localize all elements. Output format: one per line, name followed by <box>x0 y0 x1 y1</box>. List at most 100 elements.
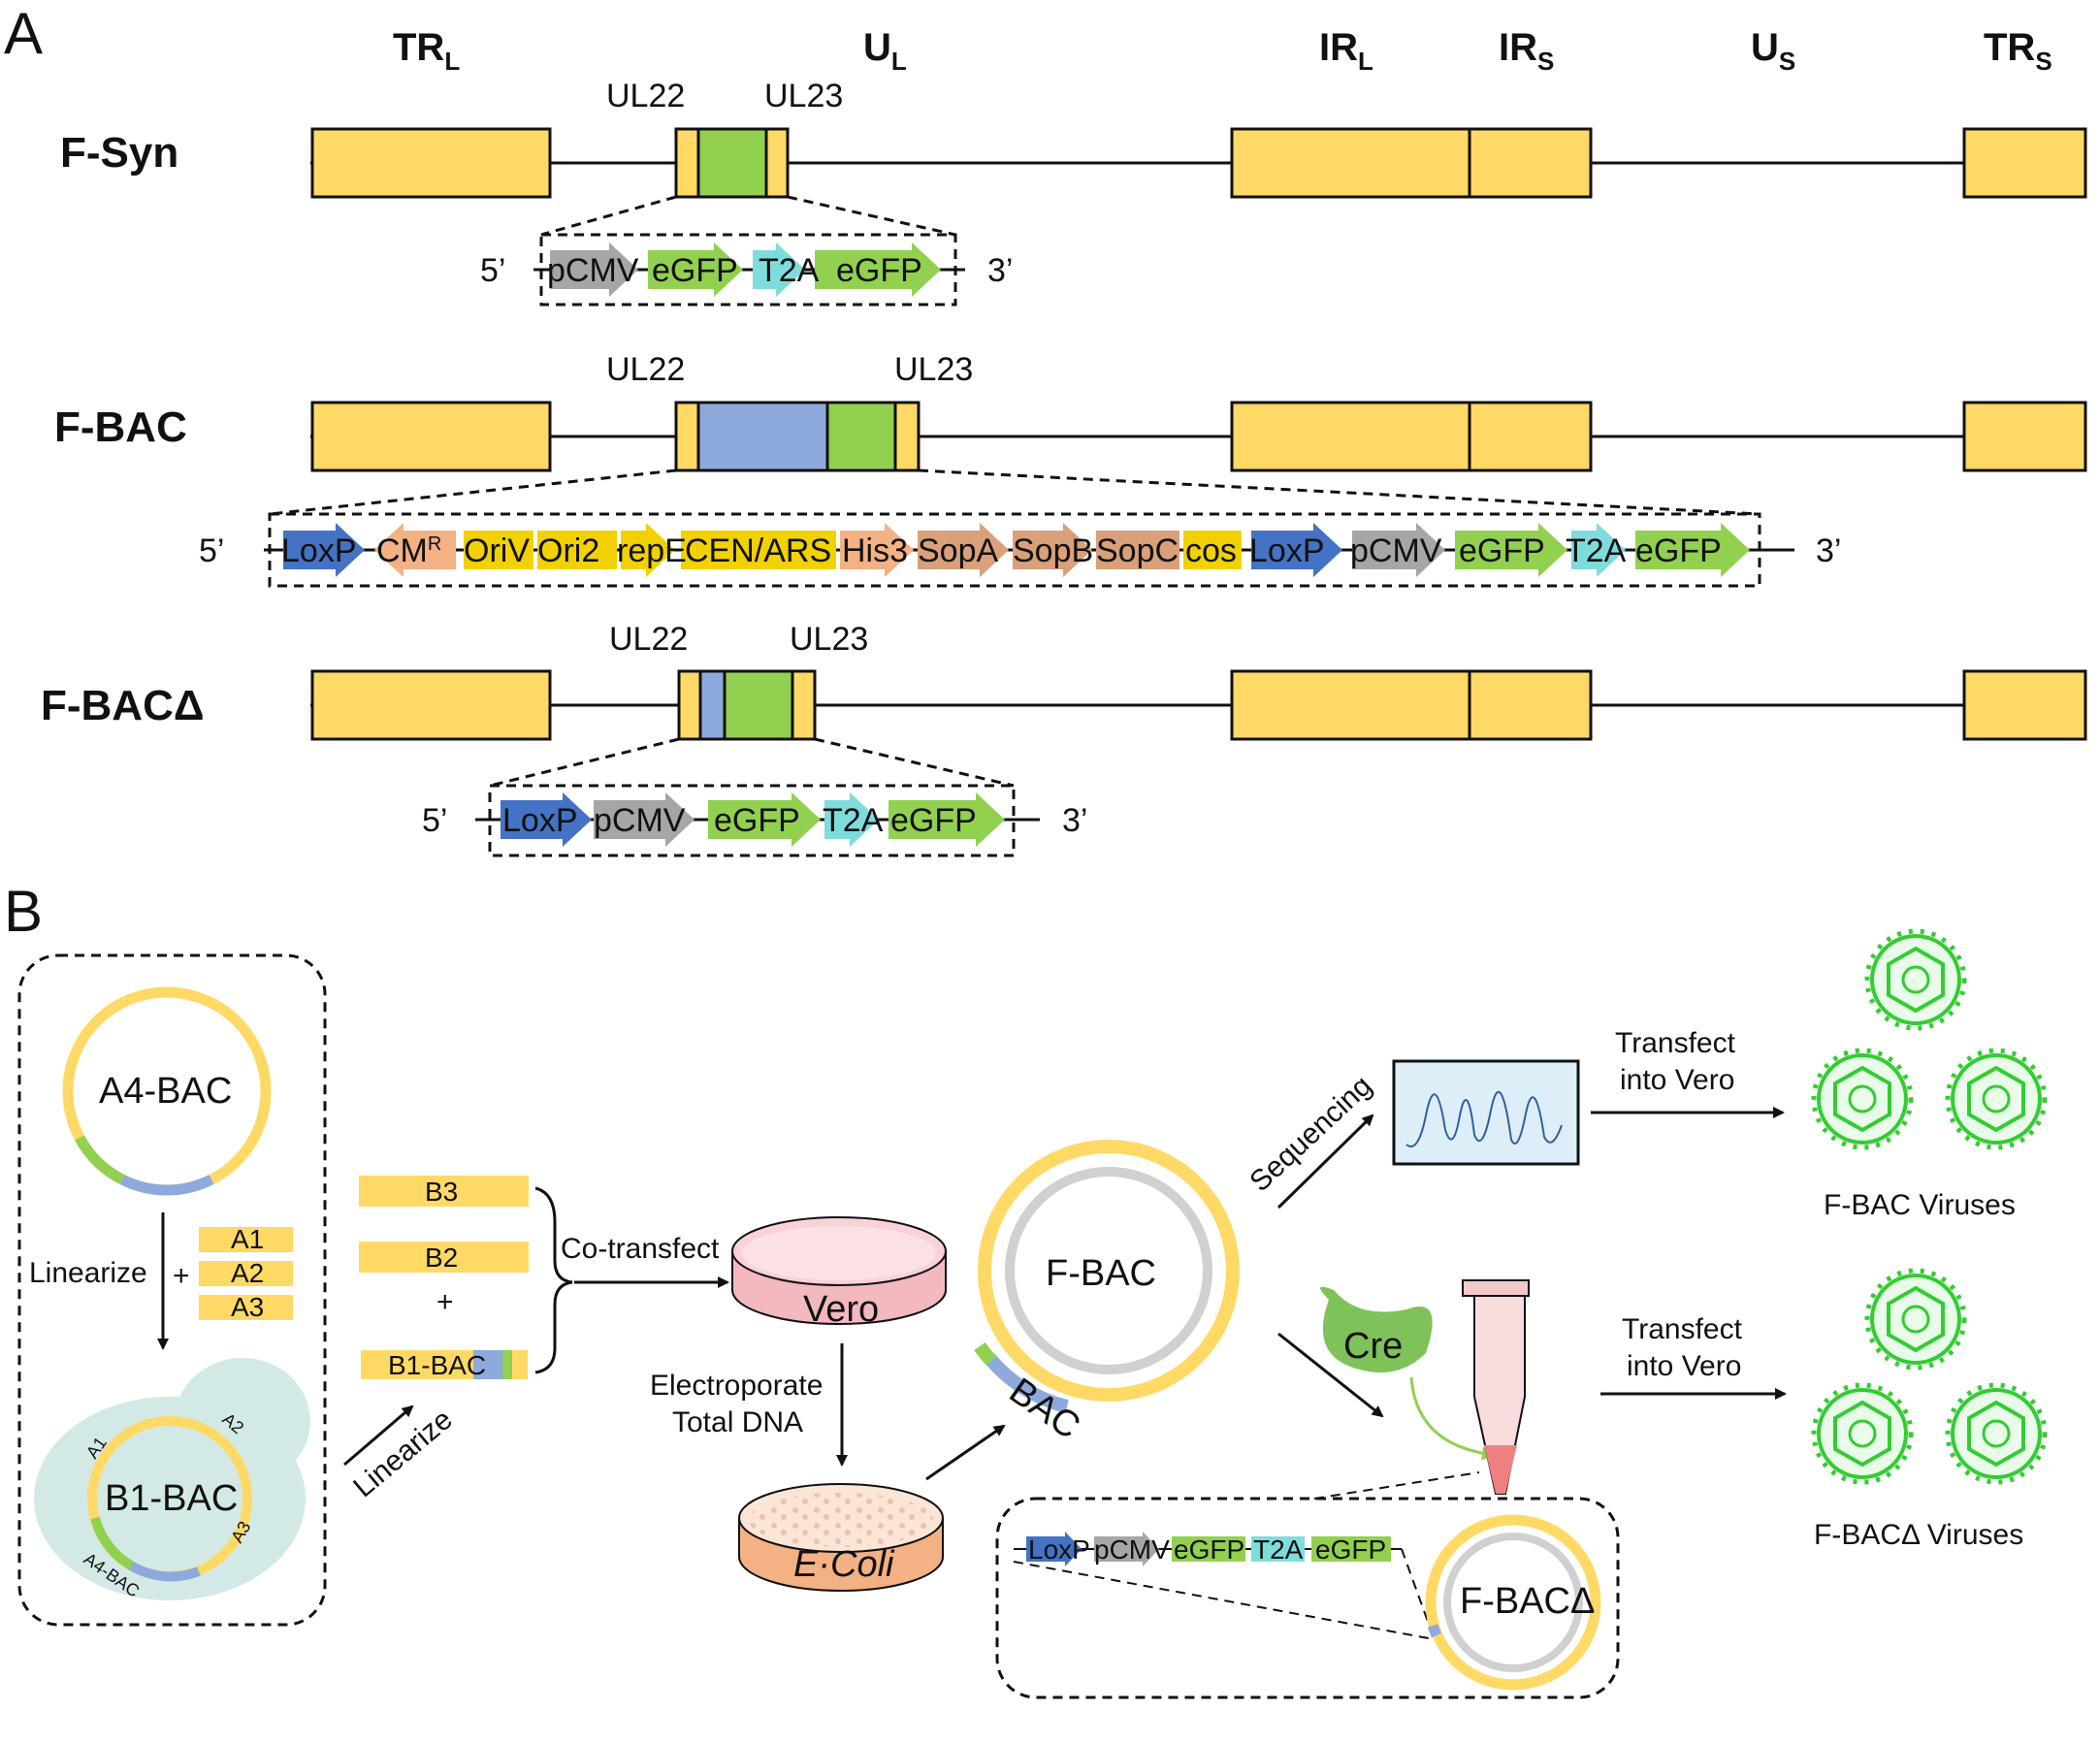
loxp-arrow <box>1251 523 1342 577</box>
svg-text:LoxP: LoxP <box>1249 533 1325 569</box>
irs-box <box>1468 669 1593 741</box>
svg-text:+: + <box>436 1286 454 1318</box>
svg-text:5’: 5’ <box>480 252 505 289</box>
vero-dish: Vero <box>731 1216 947 1330</box>
egfp-arrow <box>815 242 941 297</box>
oriv-block <box>464 531 533 569</box>
svg-text:LoxP: LoxP <box>1028 1534 1090 1565</box>
gfp-insert <box>825 401 897 472</box>
construct-name: F-Syn <box>60 129 178 177</box>
panel-b-label: B <box>4 879 43 944</box>
region-us: US <box>1751 26 1795 76</box>
irl-box <box>1230 401 1471 472</box>
linearize2-label: Linearize <box>347 1404 458 1504</box>
ul23-label: UL23 <box>764 78 843 114</box>
svg-text:LoxP: LoxP <box>281 533 357 569</box>
svg-text:into Vero: into Vero <box>1627 1350 1741 1382</box>
svg-text:T2A: T2A <box>1566 533 1627 569</box>
svg-text:SopA: SopA <box>918 533 998 569</box>
t2a-arrow <box>824 792 879 847</box>
ul22-label: UL22 <box>609 621 688 658</box>
svg-text:E·Coli: E·Coli <box>793 1544 895 1585</box>
sopa-arrow <box>918 523 1009 577</box>
svg-text:pCMV: pCMV <box>594 802 686 839</box>
linearize-label: Linearize <box>29 1257 147 1289</box>
trl-box <box>310 127 552 199</box>
pcmv-arrow <box>1352 523 1445 577</box>
pcmv-arrow <box>550 242 638 297</box>
ul22-label: UL22 <box>606 351 685 388</box>
svg-text:3’: 3’ <box>987 252 1013 289</box>
egfp-arrow <box>888 792 1005 847</box>
svg-text:SopB: SopB <box>1013 533 1093 569</box>
svg-text:eGFP: eGFP <box>714 802 800 839</box>
svg-text:pCMV: pCMV <box>1094 1534 1170 1565</box>
virus-icon <box>1864 1268 1967 1371</box>
svg-text:Total DNA: Total DNA <box>672 1406 803 1438</box>
cos-block <box>1183 531 1242 569</box>
bac-insert <box>696 401 829 472</box>
svg-text:eGFP: eGFP <box>890 802 977 839</box>
svg-text:Ori2: Ori2 <box>537 533 599 569</box>
svg-text:His3: His3 <box>842 533 908 569</box>
region-irs: IRS <box>1499 26 1554 76</box>
egfp-arrow <box>1455 523 1567 577</box>
t2a-arrow <box>1571 523 1626 577</box>
virus-icon <box>1811 1048 1914 1150</box>
svg-text:T2A: T2A <box>1253 1534 1304 1565</box>
svg-text:repE: repE <box>617 533 687 569</box>
ul23-label: UL23 <box>894 351 973 388</box>
svg-text:Vero: Vero <box>803 1289 879 1330</box>
t2a-arrow <box>753 242 805 297</box>
region-headers: TRL UL IRL IRS US TRS <box>393 26 2052 76</box>
egfp-arrow <box>1635 523 1750 577</box>
fragment-b1bac: B1-BAC <box>388 1350 486 1380</box>
construct-fbac: F-BAC UL22 UL23 5’ 3’ LoxP CMR O <box>54 351 2087 588</box>
svg-text:5’: 5’ <box>422 802 447 839</box>
cenars-block <box>681 531 836 569</box>
svg-text:3’: 3’ <box>1062 802 1087 839</box>
pcmv-arrow <box>594 792 695 847</box>
construct-fsyn: F-Syn UL22 UL23 5’ 3’ pCMV eGFP T2A eGFP <box>60 78 2087 307</box>
virus-icon <box>1811 1382 1914 1485</box>
fragment-a1: A1 <box>231 1224 264 1254</box>
ori2-block <box>537 531 617 569</box>
irl-box <box>1230 669 1471 741</box>
egfp-arrow <box>648 242 743 297</box>
irs-box <box>1468 401 1593 472</box>
svg-text:pCMV: pCMV <box>1350 533 1442 569</box>
loxp-arrow <box>283 523 365 577</box>
electroporate-label: Electroporate <box>650 1370 823 1402</box>
loxp-arrow <box>501 792 592 847</box>
b-fragments: B3 B2 B1-BAC + <box>359 1176 573 1380</box>
fbac-viruses-label: F-BAC Viruses <box>1824 1189 2016 1221</box>
fragment-b3: B3 <box>425 1177 458 1207</box>
svg-text:F-BAC: F-BAC <box>1046 1253 1156 1294</box>
region-irl: IRL <box>1319 26 1373 76</box>
trs-box <box>1962 127 2087 199</box>
sequencing-trace <box>1392 1059 1580 1166</box>
svg-text:T2A: T2A <box>823 802 884 839</box>
construct-name: F-BACΔ <box>41 682 204 729</box>
region-ul: UL <box>863 26 907 76</box>
svg-text:3’: 3’ <box>1816 533 1841 569</box>
svg-text:OriV: OriV <box>464 533 530 569</box>
fbacd-product-box: LoxP pCMV eGFP T2A eGFP F-BACΔ <box>995 1471 1620 1699</box>
virus-icon <box>1945 1048 2048 1150</box>
svg-text:eGFP: eGFP <box>836 252 922 289</box>
b1bac-label: B1-BAC <box>105 1478 238 1519</box>
a4bac-assembly-box: A4-BAC Linearize + A1 A2 A3 B1-BAC A1 A2… <box>17 953 327 1627</box>
trl-box <box>310 401 552 472</box>
svg-text:T2A: T2A <box>759 252 820 289</box>
transfect2-label: Transfect <box>1622 1313 1743 1345</box>
trs-box <box>1962 669 2087 741</box>
svg-text:5’: 5’ <box>199 533 224 569</box>
fbacd-plasmid <box>1425 1514 1601 1691</box>
his3-arrow <box>840 523 914 577</box>
ul22-label: UL22 <box>606 78 685 114</box>
svg-text:LoxP: LoxP <box>502 802 578 839</box>
panel-a-label: A <box>4 1 43 66</box>
egfp-arrow <box>708 792 821 847</box>
virus-icon <box>1945 1382 2048 1485</box>
